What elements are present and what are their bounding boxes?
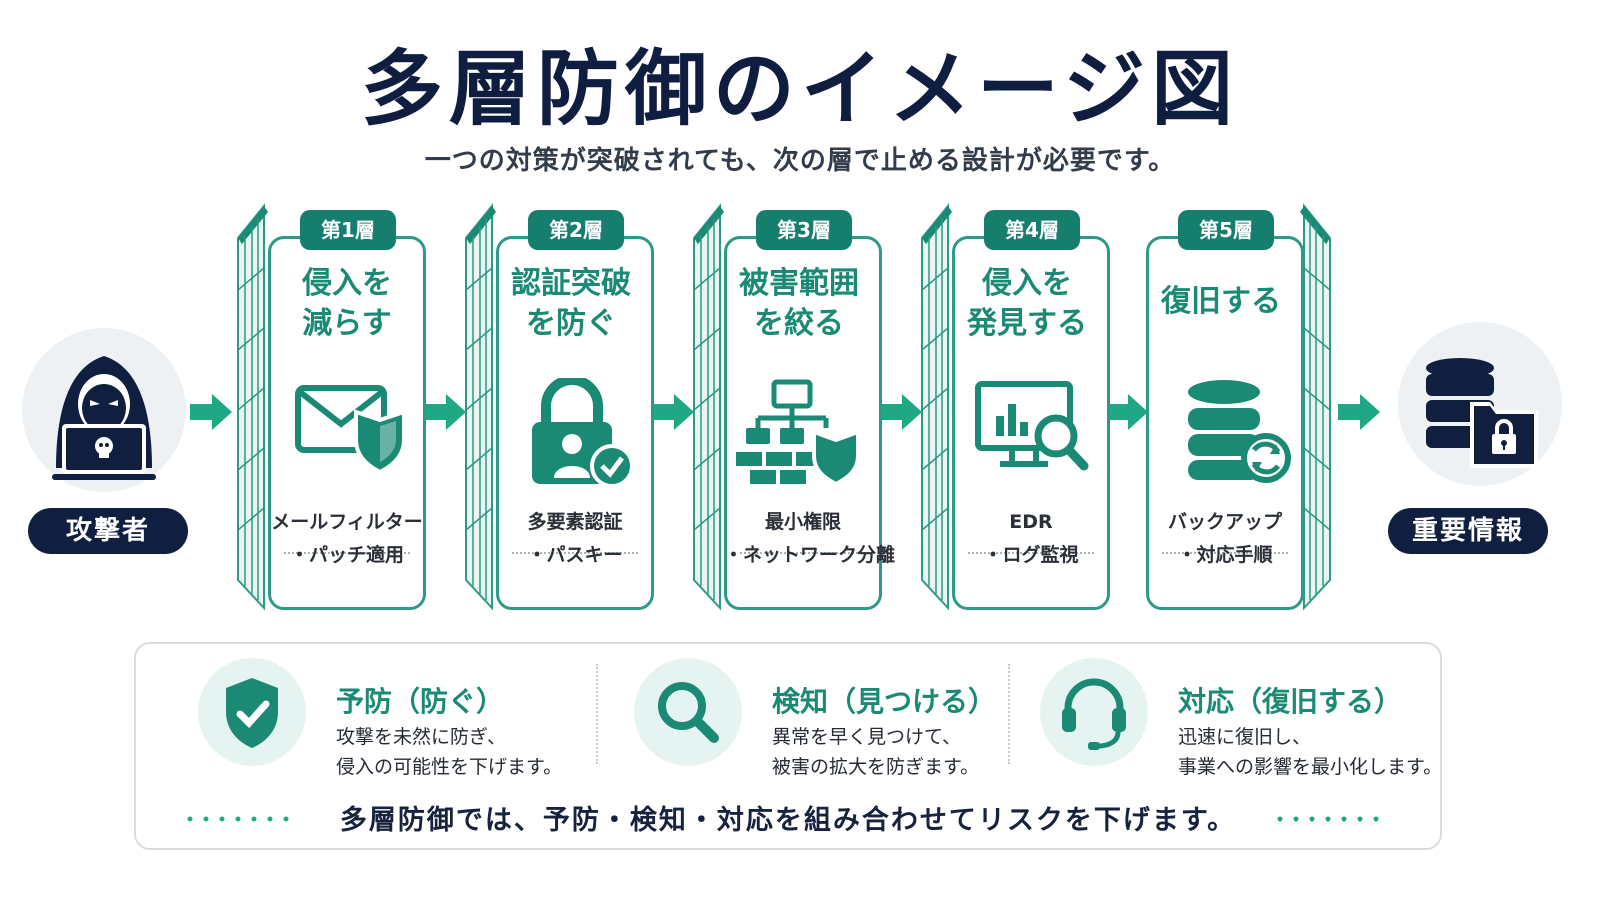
layer-1-desc: メールフィルター ・パッチ適用 [271, 511, 423, 566]
layer-divider [968, 552, 1094, 554]
attacker-label: 攻撃者 [28, 508, 188, 554]
layer-5-desc: バックアップ ・対応手順 [1167, 511, 1282, 566]
layer-4-desc: EDR ・ログ監視 [983, 511, 1079, 566]
layer-badge: 第3層 [756, 210, 852, 250]
feature-desc: 異常を早く見つけて、 被害の拡大を防ぎます。 [772, 726, 980, 778]
layer-cage [465, 203, 496, 611]
summary-text: 多層防御では、予防・検知・対応を組み合わせてリスクを下げます。 [339, 805, 1237, 836]
attacker-avatar [22, 328, 186, 492]
flow-arrow-6 [1338, 394, 1380, 430]
feature-title: 検知（見つける） [772, 685, 997, 718]
target-avatar [1398, 322, 1562, 486]
layer-3-title: 被害範囲 を絞る [739, 266, 859, 341]
dots-decoration-right [1277, 816, 1379, 822]
page-title: 多層防御のイメージ図 [360, 42, 1240, 137]
layer-3-desc: 最小権限 ・ネットワーク分離 [724, 511, 896, 566]
layer-4: 第4層 [918, 200, 1148, 612]
layer-badge: 第5層 [1178, 210, 1274, 250]
layer-badge: 第2層 [528, 210, 624, 250]
database-restore-icon [1188, 380, 1291, 483]
layer-badge: 第4層 [984, 210, 1080, 250]
layer-cage [693, 203, 724, 611]
flow-arrow-1 [190, 394, 232, 430]
feature-desc: 迅速に復旧し、 事業への影響を最小化します。 [1178, 726, 1443, 778]
layer-badge: 第1層 [300, 210, 396, 250]
summary-panel: 予防（防ぐ） 攻撃を未然に防ぎ、 侵入の可能性を下げます。 検知（見つける） 異… [134, 642, 1442, 850]
monitor-search-icon [975, 381, 1089, 471]
feature-separator [1008, 664, 1010, 764]
target-label: 重要情報 [1388, 508, 1548, 554]
headset-icon [1062, 678, 1126, 750]
layer-2-title: 認証突破 を防ぐ [511, 266, 631, 341]
layer-divider [740, 552, 866, 554]
layer-cage [237, 203, 268, 611]
flow-arrow-2 [424, 394, 466, 430]
network-firewall-icon [736, 379, 860, 487]
layer-1-title: 侵入を 減らす [302, 266, 392, 341]
mail-shield-icon [295, 385, 406, 475]
flow-arrow-4 [880, 394, 922, 430]
flow-arrow-5 [1106, 394, 1148, 430]
flow-arrow-3 [652, 394, 694, 430]
layer-divider [512, 552, 638, 554]
layer-divider [1162, 552, 1288, 554]
lock-user-icon [532, 378, 634, 488]
feature-desc: 攻撃を未然に防ぎ、 侵入の可能性を下げます。 [336, 726, 563, 778]
layer-cage [921, 203, 952, 611]
layer-3: 第3層 [690, 200, 920, 612]
database-lock-icon [1426, 358, 1538, 468]
page-subtitle: 一つの対策が突破されても、次の層で止める設計が必要です。 [424, 146, 1176, 176]
magnifier-icon [658, 682, 719, 743]
dots-decoration-left [187, 816, 289, 822]
layer-divider [284, 552, 410, 554]
layer-cage [1300, 203, 1331, 611]
feature-title: 予防（防ぐ） [336, 685, 505, 718]
shield-check-icon [226, 678, 278, 748]
layer-2-desc: 多要素認証 ・パスキー [527, 511, 623, 566]
feature-title: 対応（復旧する） [1178, 685, 1403, 718]
layer-5-title: 復旧する [1161, 284, 1281, 319]
layer-card [724, 236, 882, 610]
layer-4-title: 侵入を 発見する [967, 266, 1087, 341]
hooded-hacker-icon [52, 356, 156, 480]
feature-separator [596, 664, 598, 764]
